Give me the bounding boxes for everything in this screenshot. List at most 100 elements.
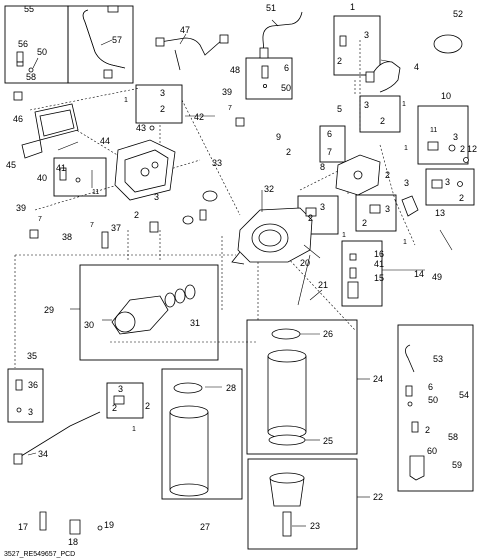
callout-2-lower: 2 — [112, 403, 117, 413]
pump-port — [140, 167, 150, 177]
dashed-line — [29, 87, 141, 111]
cover-45-tab — [21, 139, 43, 159]
callout-39-top: 39 — [222, 87, 232, 97]
callout-3-center: 3 — [320, 202, 325, 212]
callout-45: 45 — [6, 160, 16, 170]
callout-3-lower: 3 — [118, 384, 123, 394]
leader-4 — [380, 59, 393, 63]
hose-4-nut — [365, 71, 375, 83]
fuel-line-51 — [262, 11, 303, 53]
leader-34 — [27, 452, 37, 456]
callout-29: 29 — [44, 305, 54, 315]
callout-52: 52 — [453, 9, 463, 19]
fitting-3-top — [339, 35, 347, 47]
box-35 — [7, 368, 44, 423]
leader-47 — [179, 33, 187, 45]
callout-35: 35 — [27, 351, 37, 361]
callout-2-center: 2 — [308, 213, 313, 223]
callout-3-arrow: 3 — [404, 178, 409, 188]
box-29 — [79, 264, 219, 361]
plug-39-left — [29, 229, 39, 239]
fitting-58 — [411, 421, 419, 433]
callout-8: 8 — [320, 162, 325, 172]
fitting-3-right — [431, 179, 443, 189]
fitting-33 — [199, 209, 207, 221]
callout-50-48: 50 — [281, 83, 291, 93]
callout-23: 23 — [310, 521, 320, 531]
fitting-41 — [59, 167, 67, 181]
callout-3-rightbox: 3 — [385, 204, 390, 214]
fuel-line-47-nut — [155, 37, 165, 47]
fitting-3-center — [305, 207, 317, 217]
callout-26: 26 — [323, 329, 333, 339]
seal-2-right — [457, 181, 463, 187]
callout-44: 44 — [100, 136, 110, 146]
fitting-16 — [349, 253, 357, 261]
hose-4 — [371, 61, 401, 93]
callout-1-lower: 1 — [132, 426, 136, 433]
fuel-line-34-nut — [13, 453, 23, 465]
callout-24: 24 — [373, 374, 383, 384]
callout-60: 60 — [427, 446, 437, 456]
leader-57 — [100, 39, 113, 46]
callout-2-9: 2 — [286, 147, 291, 157]
callout-1-center: 1 — [342, 232, 346, 239]
callout-49: 49 — [432, 272, 442, 282]
sensor-38 — [101, 231, 109, 249]
seal-10 — [448, 144, 456, 152]
fitting-10 — [427, 141, 439, 151]
callout-3-10: 3 — [453, 132, 458, 142]
callout-2-right: 2 — [459, 193, 464, 203]
callout-12: 12 — [467, 144, 477, 154]
callout-41: 41 — [56, 163, 66, 173]
box-1-lower — [106, 382, 144, 419]
callout-1-right-a: 1 — [404, 145, 408, 152]
callout-36: 36 — [28, 380, 38, 390]
oring-31 — [164, 292, 176, 308]
fuel-line-34 — [17, 411, 101, 459]
callout-13: 13 — [435, 208, 445, 218]
callout-14: 14 — [414, 269, 424, 279]
drawing-id: 3527_RE549657_PCD — [4, 551, 75, 558]
filter-27-bottom — [169, 483, 209, 497]
filter-head-flange — [231, 251, 245, 265]
callout-21: 21 — [318, 280, 328, 290]
callout-40: 40 — [37, 173, 47, 183]
fuel-line-57-nut — [107, 5, 119, 13]
callout-33: 33 — [212, 158, 222, 168]
dashed-line — [34, 159, 201, 211]
callout-37: 37 — [111, 223, 121, 233]
callout-34: 34 — [38, 449, 48, 459]
pump-port — [151, 161, 159, 169]
box-10 — [417, 105, 469, 165]
filter-24-top — [267, 349, 307, 363]
callout-19: 19 — [104, 520, 114, 530]
seal-3 — [16, 407, 22, 413]
seal-40 — [75, 177, 81, 183]
callout-50-54: 50 — [428, 395, 438, 405]
callout-11-left: 11 — [92, 189, 99, 196]
callout-53: 53 — [433, 354, 443, 364]
callout-59: 59 — [452, 460, 462, 470]
oring-28 — [173, 382, 203, 394]
callout-3-mid: 3 — [364, 100, 369, 110]
box-1-top — [333, 15, 381, 76]
callout-4: 4 — [414, 62, 419, 72]
oring-33 — [202, 190, 218, 202]
callout-3-42: 3 — [160, 88, 165, 98]
callout-1-rightbox: 1 — [403, 239, 407, 246]
leader-21 — [309, 289, 323, 301]
callout-55: 55 — [24, 4, 34, 14]
callout-43: 43 — [136, 123, 146, 133]
callout-11-right: 11 — [430, 127, 437, 134]
filter-head-port-inner — [258, 229, 282, 247]
bracket-18 — [69, 519, 81, 535]
callout-32: 32 — [264, 184, 274, 194]
callout-16: 16 — [374, 249, 384, 259]
bracket-60 — [409, 455, 425, 481]
callout-6-5: 6 — [327, 129, 332, 139]
callout-3-right: 3 — [445, 177, 450, 187]
box-40 — [53, 157, 107, 197]
fitting-6 — [405, 385, 413, 397]
